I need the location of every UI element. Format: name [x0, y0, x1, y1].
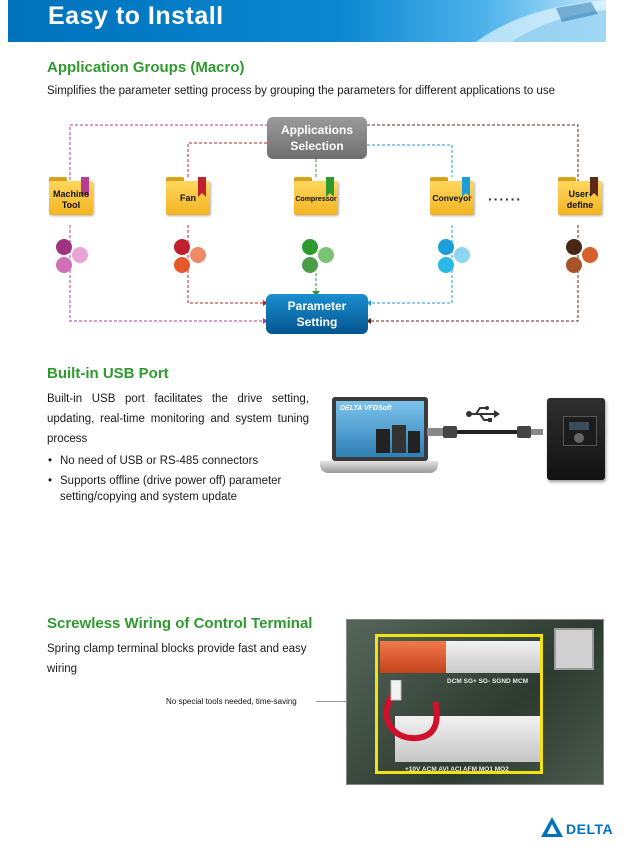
usb-title: Built-in USB Port: [47, 365, 169, 382]
folder-label: Compressor: [295, 196, 337, 203]
folder-compressor: Compressor: [294, 177, 338, 215]
terminal-photo: DCM SG+ SG- SGND MCM +10V ACM AVI ACI AF…: [346, 619, 604, 785]
terminal-block-top: [446, 641, 540, 673]
app-groups-title: Application Groups (Macro): [47, 59, 245, 76]
bookmark-icon: [326, 177, 334, 197]
brand-name: DELTA: [566, 821, 614, 837]
parameter-dot: [566, 239, 582, 255]
applications-selection-box: Applications Selection: [267, 117, 367, 159]
folder-label: User-define: [566, 189, 594, 210]
highlight-box: [375, 634, 543, 774]
parameter-dot: [318, 247, 334, 263]
usb-port: [554, 628, 594, 670]
bookmark-icon: [462, 177, 470, 197]
page-title: Easy to Install: [48, 2, 224, 30]
bookmark-icon: [81, 177, 89, 197]
parameter-dot: [454, 247, 470, 263]
folder-machine-tool: Machine Tool: [49, 177, 93, 215]
app-groups-subtitle: Simplifies the parameter setting process…: [47, 85, 555, 97]
folder-label: Machine Tool: [52, 189, 89, 210]
list-item: Supports offline (drive power off) param…: [47, 473, 309, 505]
macro-diagram: Applications Selection Parameter Setting…: [0, 105, 636, 345]
drive-graphic: [376, 425, 420, 453]
terminal-labels-top: DCM SG+ SG- SGND MCM: [447, 678, 529, 685]
parameter-setting-box: Parameter Setting: [266, 294, 368, 334]
bookmark-icon: [590, 177, 598, 197]
jumper-wire: [383, 680, 440, 742]
usb-cable: [427, 426, 543, 438]
parameter-dot: [302, 257, 318, 273]
delta-logo-icon: [541, 817, 563, 837]
folder-user-define: User-define: [558, 177, 602, 215]
usb-bullet-list: No need of USB or RS-485 connectors Supp…: [47, 453, 309, 509]
vfdsoft-label: DELTA VFDSoft: [340, 405, 392, 412]
wiring-description: Spring clamp terminal blocks provide fas…: [47, 643, 307, 675]
usb-icon: [466, 406, 500, 422]
header-banner: Easy to Install: [8, 0, 606, 42]
list-item: No need of USB or RS-485 connectors: [47, 453, 309, 469]
bookmark-icon: [198, 177, 206, 197]
spring-clamp-orange: [380, 641, 446, 673]
callout-line: [316, 701, 372, 702]
parameter-dot: [56, 239, 72, 255]
laptop-illustration: DELTA VFDSoft: [320, 397, 438, 485]
parameter-dot: [582, 247, 598, 263]
parameter-dot: [56, 257, 72, 273]
parameter-dot: [174, 239, 190, 255]
parameter-dot: [438, 239, 454, 255]
drive-unit-illustration: [547, 398, 605, 480]
parameter-dot: [566, 257, 582, 273]
parameter-dot: [190, 247, 206, 263]
parameter-dot: [438, 257, 454, 273]
folder-label: Fan: [179, 193, 196, 203]
wiring-title: Screwless Wiring of Control Terminal: [47, 615, 313, 632]
terminal-labels-bottom: +10V ACM AVI ACI AFM MO1 MO2: [405, 766, 509, 773]
more-applications-ellipsis: ······: [488, 191, 522, 207]
folder-conveyor: Conveyor: [430, 177, 474, 215]
callout-text: No special tools needed, time-saving: [166, 697, 297, 706]
parameter-dot: [174, 257, 190, 273]
parameter-dot: [302, 239, 318, 255]
banner-swoosh-graphic: [476, 0, 606, 42]
parameter-dot: [72, 247, 88, 263]
usb-description: Built-in USB port facilitates the drive …: [47, 393, 309, 445]
folder-label: Conveyor: [432, 193, 472, 203]
folder-fan: Fan: [166, 177, 210, 215]
